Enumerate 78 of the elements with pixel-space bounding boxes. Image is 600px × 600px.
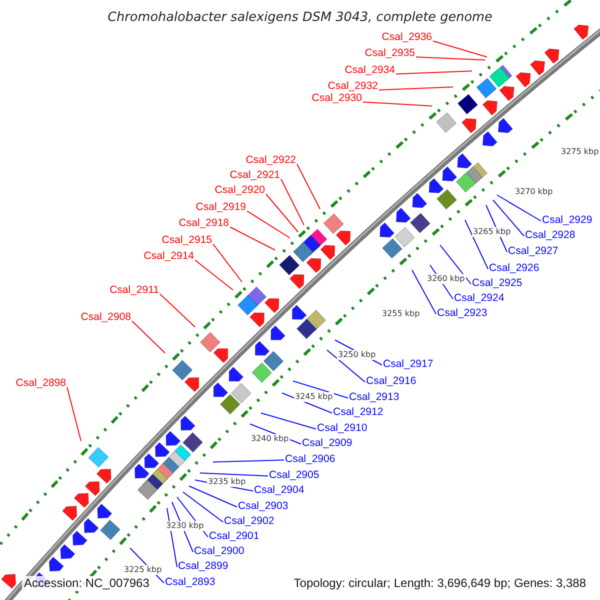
leader-line: [296, 164, 320, 210]
position-label: 3250 kbp: [337, 350, 377, 360]
leader-line: [230, 226, 276, 250]
position-label: 3245 kbp: [294, 392, 334, 402]
leader-line: [412, 270, 436, 314]
leader-line: [194, 260, 234, 290]
accession-label: Accession: NC_007963: [22, 576, 152, 590]
gene-label: Csal_2927: [508, 244, 558, 258]
gene-label: Csal_2935: [364, 46, 415, 60]
position-label: 3225 kbp: [123, 565, 163, 575]
gene-label: Csal_2898: [16, 376, 66, 390]
gene-label: Csal_2932: [328, 80, 378, 92]
gene-label: Csal_2906: [285, 452, 336, 466]
position-label: 3270 kbp: [514, 187, 554, 197]
gene-label: Csal_2902: [224, 514, 274, 528]
gene-label: Csal_2925: [472, 276, 522, 290]
position-label: 3240 kbp: [250, 434, 290, 444]
gene-label: Csal_2914: [144, 250, 194, 262]
gene-label: Csal_2930: [312, 92, 362, 104]
gene-label: Csal_2929: [542, 214, 592, 226]
leader-line: [432, 40, 488, 58]
leader-line: [362, 102, 432, 106]
gene-label: Csal_2912: [333, 406, 384, 418]
gene-label: Csal_2919: [196, 200, 246, 214]
gene-label: Csal_2923: [437, 306, 488, 320]
leader-line: [160, 294, 196, 328]
leader-line: [464, 220, 488, 270]
gene-label: Csal_2893: [165, 576, 216, 588]
gene-label: Csal_2904: [254, 484, 304, 496]
leader-line: [280, 178, 304, 226]
leader-line: [492, 200, 524, 236]
leader-line: [246, 210, 290, 238]
position-label: 3275 kbp: [560, 147, 600, 157]
gene-label: Csal_2911: [110, 284, 159, 296]
gene-label: Csal_2917: [383, 358, 434, 370]
leader-line: [326, 350, 366, 382]
gene-label: Csal_2921: [230, 168, 280, 182]
leader-line: [416, 56, 486, 60]
leader-line: [66, 386, 82, 442]
gene-label: Csal_2910: [317, 422, 368, 434]
leader-line: [260, 412, 316, 430]
position-label: 3265 kbp: [472, 227, 512, 237]
gene-label: Csal_2909: [302, 436, 352, 450]
gene-label: Csal_2903: [238, 500, 288, 512]
genome-summary-text: Topology: circular; Length: 3,696,649 bp; Genes: 3,388: [292, 576, 588, 590]
gene-label: Csal_2905: [269, 468, 320, 482]
gene-label: Csal_2918: [178, 216, 229, 230]
leader-line: [440, 244, 472, 284]
gene-label: Csal_2928: [525, 228, 576, 242]
leader-line: [496, 194, 542, 222]
leader-line: [266, 194, 298, 232]
position-label: 3255 kbp: [381, 309, 421, 319]
gene-label: Csal_2922: [246, 154, 296, 166]
leader-line: [188, 486, 238, 508]
gene-label: Csal_2908: [80, 310, 131, 324]
position-label: 3230 kbp: [165, 521, 205, 531]
gene-label: Csal_2934: [344, 64, 395, 76]
leader-line: [212, 460, 284, 462]
leader-line: [182, 492, 224, 522]
gene-label: Csal_2901: [209, 530, 260, 542]
gene-label: Csal_2920: [214, 184, 265, 196]
gene-label: Csal_2899: [178, 560, 228, 572]
gene-label: Csal_2900: [194, 544, 244, 558]
leader-line: [212, 244, 242, 282]
leader-line: [396, 70, 472, 74]
gene-label: Csal_2913: [349, 390, 400, 404]
leader-line: [292, 380, 348, 398]
gene-label: Csal_2926: [489, 262, 540, 274]
position-label: 3235 kbp: [207, 477, 247, 487]
map-title: Chromohalobacter salexigens DSM 3043, complete genome: [108, 10, 492, 26]
gene-label: Csal_2916: [366, 374, 416, 388]
gene-label: Csal_2936: [382, 30, 432, 44]
position-label: 3260 kbp: [426, 274, 466, 284]
leader-line: [378, 86, 454, 90]
gene-label: Csal_2915: [162, 234, 212, 246]
gene-label: Csal_2924: [454, 292, 504, 304]
leader-line: [132, 320, 166, 354]
leader-line: [200, 472, 268, 476]
